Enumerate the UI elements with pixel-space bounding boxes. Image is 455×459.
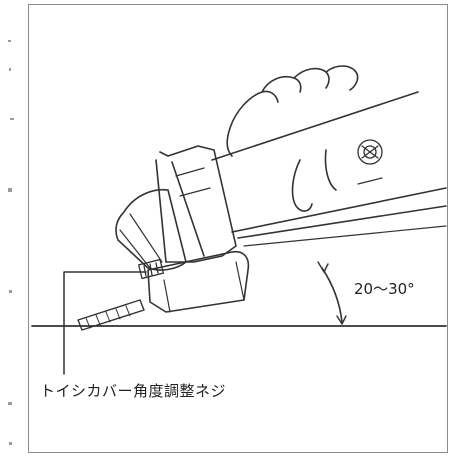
angle-arrow-top — [317, 261, 329, 273]
motor-housing — [211, 91, 447, 239]
edge-mark — [9, 290, 12, 293]
callout-label: トイシカバー角度調整ネジ — [40, 382, 227, 400]
edge-mark — [8, 40, 11, 42]
hand-outline — [226, 65, 359, 212]
angle-arrow-bottom — [336, 315, 347, 325]
gear-head-detail — [175, 167, 211, 197]
edge-mark — [10, 118, 14, 120]
guard-rim — [119, 213, 163, 269]
callout-leader — [63, 271, 147, 375]
gear-head — [155, 145, 237, 263]
housing-emblem — [357, 139, 383, 185]
lower-body — [147, 250, 250, 313]
housing-lower-edge — [243, 225, 447, 247]
wheel-hatch — [85, 305, 131, 329]
edge-mark — [9, 68, 11, 71]
lower-body-seam — [163, 261, 245, 313]
wheel-guard — [115, 188, 187, 271]
illustration-frame — [28, 4, 448, 453]
edge-mark — [8, 402, 12, 405]
edge-mark — [9, 442, 12, 445]
edge-mark — [8, 188, 12, 192]
grinding-wheel — [77, 299, 145, 331]
page-edge-strip — [0, 0, 28, 459]
angle-label: 20〜30° — [354, 280, 415, 298]
angle-arc — [321, 267, 343, 323]
